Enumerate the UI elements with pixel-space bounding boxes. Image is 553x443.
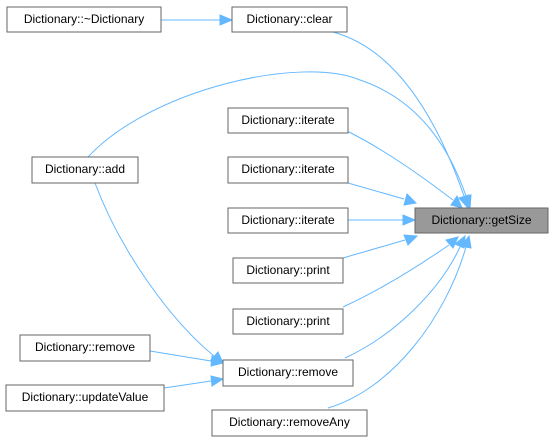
- node-dictionary-remove-left-box: [19, 334, 151, 362]
- node-dictionary-iterate-1-box: [227, 107, 349, 134]
- node-dictionary-remove-main[interactable]: Dictionary::remove: [222, 359, 354, 387]
- node-dictionary-updatevalue-label: Dictionary::updateValue: [22, 390, 149, 404]
- node-dictionary-iterate-2-box: [227, 156, 349, 184]
- node-dictionary-updatevalue-box: [5, 384, 165, 412]
- node-dictionary-removeany-box: [211, 409, 368, 437]
- node-dictionary-iterate-2[interactable]: Dictionary::iterate: [227, 156, 349, 184]
- edge-removeany-to-getsize-arrowhead: [460, 234, 472, 249]
- node-dictionary-clear[interactable]: Dictionary::clear: [231, 6, 348, 33]
- edge-clear-to-getsize: [332, 31, 465, 197]
- node-dictionary-print-2[interactable]: Dictionary::print: [232, 308, 344, 335]
- edge-iterate1-to-getsize-arrowhead: [450, 194, 463, 209]
- node-dictionary-remove-main-label: Dictionary::remove: [238, 365, 338, 379]
- edge-print1-to-getsize: [342, 239, 406, 259]
- node-dictionary-iterate-3[interactable]: Dictionary::iterate: [227, 207, 349, 234]
- node-dictionary-add-box: [31, 156, 139, 184]
- node-dictionary-removeany[interactable]: Dictionary::removeAny: [211, 409, 368, 437]
- edge-print1-to-getsize-arrowhead: [403, 234, 419, 246]
- node-dictionary-add-label: Dictionary::add: [45, 162, 125, 176]
- node-dictionary-destructor-label: Dictionary::~Dictionary: [24, 12, 144, 26]
- node-dictionary-print-1[interactable]: Dictionary::print: [232, 257, 344, 284]
- node-dictionary-getsize-box: [414, 207, 549, 234]
- edge-dtor-to-clear-arrowhead: [219, 14, 234, 26]
- edge-print2-to-getsize-arrowhead: [445, 236, 459, 249]
- node-dictionary-remove-main-box: [222, 359, 354, 387]
- edge-iterate2-to-getsize: [347, 182, 405, 200]
- node-dictionary-print-2-box: [232, 308, 344, 335]
- edge-removeleft-to-removemain: [149, 350, 212, 362]
- edge-removeany-to-getsize: [327, 246, 467, 409]
- edge-iterate1-to-getsize: [346, 130, 454, 201]
- edge-iterate2-to-getsize-arrowhead: [403, 193, 418, 206]
- node-dictionary-getsize[interactable]: Dictionary::getSize: [414, 207, 549, 234]
- node-dictionary-print-1-label: Dictionary::print: [246, 263, 330, 277]
- node-dictionary-clear-box: [231, 6, 348, 33]
- node-dictionary-getsize-label: Dictionary::getSize: [431, 213, 531, 227]
- edge-add-to-getsize-arrowhead: [460, 194, 472, 210]
- node-dictionary-removeany-label: Dictionary::removeAny: [229, 415, 350, 429]
- node-dictionary-destructor[interactable]: Dictionary::~Dictionary: [6, 6, 162, 33]
- node-dictionary-updatevalue[interactable]: Dictionary::updateValue: [5, 384, 165, 412]
- edge-add-to-getsize: [87, 71, 467, 197]
- nodes: Dictionary::~Dictionary Dictionary::clea…: [5, 6, 549, 437]
- node-dictionary-iterate-3-box: [227, 207, 349, 234]
- edge-updatevalue-to-removemain-arrowhead: [210, 375, 225, 387]
- edge-updatevalue-to-removemain: [163, 380, 212, 389]
- node-dictionary-remove-left-label: Dictionary::remove: [35, 340, 135, 354]
- node-dictionary-iterate-2-label: Dictionary::iterate: [241, 162, 335, 176]
- edge-removeleft-to-removemain-arrowhead: [210, 355, 225, 367]
- edge-removemain-to-getsize: [344, 246, 461, 359]
- edges: [87, 14, 472, 409]
- node-dictionary-print-2-label: Dictionary::print: [246, 314, 330, 328]
- edge-iterate3-to-getsize-arrowhead: [402, 214, 417, 226]
- node-dictionary-iterate-1-label: Dictionary::iterate: [241, 113, 335, 127]
- node-dictionary-print-1-box: [232, 257, 344, 284]
- node-dictionary-add[interactable]: Dictionary::add: [31, 156, 139, 184]
- node-dictionary-remove-left[interactable]: Dictionary::remove: [19, 334, 151, 362]
- node-dictionary-iterate-1[interactable]: Dictionary::iterate: [227, 107, 349, 134]
- node-dictionary-destructor-box: [6, 6, 162, 33]
- node-dictionary-iterate-3-label: Dictionary::iterate: [241, 213, 335, 227]
- edge-add-to-removemain: [94, 182, 215, 357]
- node-dictionary-clear-label: Dictionary::clear: [246, 12, 332, 26]
- edge-print2-to-getsize: [342, 244, 450, 308]
